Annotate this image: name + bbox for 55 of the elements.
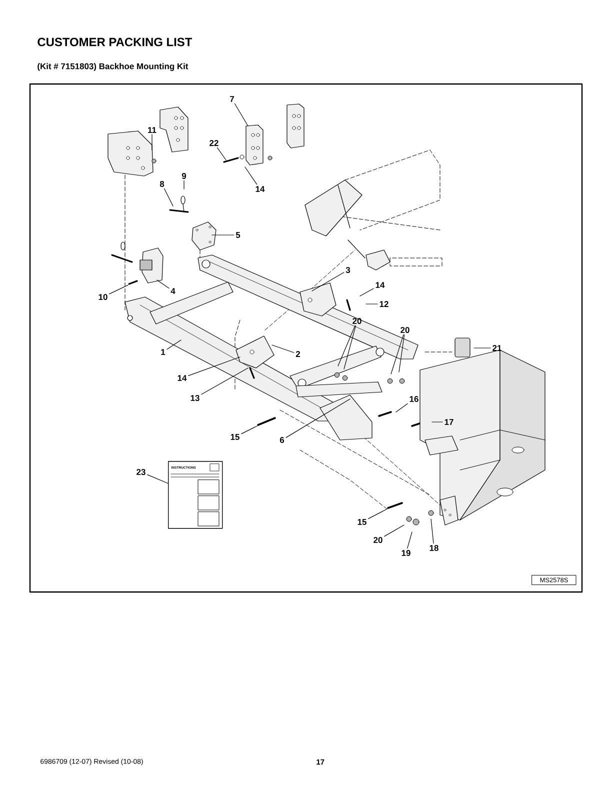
leader-line [164, 188, 174, 206]
leader-line [216, 147, 226, 160]
leader-line [390, 334, 404, 374]
callout-number: 14 [256, 186, 265, 192]
leader-line [234, 103, 248, 126]
kit-subtitle: (Kit # 7151803) Backhoe Mounting Kit [38, 63, 188, 71]
leader-line [241, 426, 258, 434]
callout-number: 16 [410, 396, 418, 402]
leader-line [147, 474, 168, 484]
leader-line [156, 280, 170, 289]
page-title: CUSTOMER PACKING LIST [38, 38, 192, 46]
callout-number: 3 [346, 267, 350, 273]
callout-number: 15 [230, 434, 240, 440]
callout-number: 23 [136, 469, 146, 475]
callout-number: 2 [296, 351, 300, 357]
leader-line [244, 166, 258, 185]
callout-number: 14 [178, 375, 187, 381]
leader-line [166, 340, 182, 350]
callout-number: 20 [352, 318, 362, 324]
callout-number: 1 [161, 349, 166, 355]
callout-number: 5 [236, 232, 240, 238]
leader-line [384, 524, 404, 537]
callout-number: 4 [170, 288, 176, 294]
leader-line [407, 532, 412, 549]
leader-line [286, 398, 350, 438]
leader-line [396, 403, 408, 412]
callout-number: 18 [430, 545, 438, 551]
callout-number: 19 [402, 550, 410, 556]
leader-line [368, 508, 388, 519]
callout-number: 13 [190, 395, 200, 401]
callout-number: 11 [148, 127, 156, 133]
callout-number: 21 [492, 345, 502, 351]
callout-number: 12 [380, 301, 388, 307]
leader-line [188, 356, 240, 376]
callout-number: 15 [358, 519, 366, 525]
callout-number: 8 [160, 181, 164, 187]
callout-number: 20 [374, 537, 382, 543]
callout-number: 20 [400, 327, 410, 333]
callout-number: 22 [210, 140, 218, 146]
callout-number: 9 [182, 173, 186, 179]
callout-number: 7 [230, 96, 234, 102]
callout-number: 17 [444, 419, 454, 425]
leader-line [212, 234, 234, 236]
leader-line [272, 344, 294, 353]
leader-line [344, 325, 356, 370]
leader-line [312, 272, 344, 292]
leader-line [360, 288, 374, 296]
leader-line [109, 284, 128, 294]
callout-number: 10 [98, 294, 108, 300]
leader-line [430, 518, 434, 544]
leader-line [398, 334, 405, 372]
leader-line [201, 368, 248, 395]
leader-line [338, 325, 356, 366]
callout-number: 6 [280, 437, 284, 443]
callout-number: 14 [376, 282, 385, 288]
